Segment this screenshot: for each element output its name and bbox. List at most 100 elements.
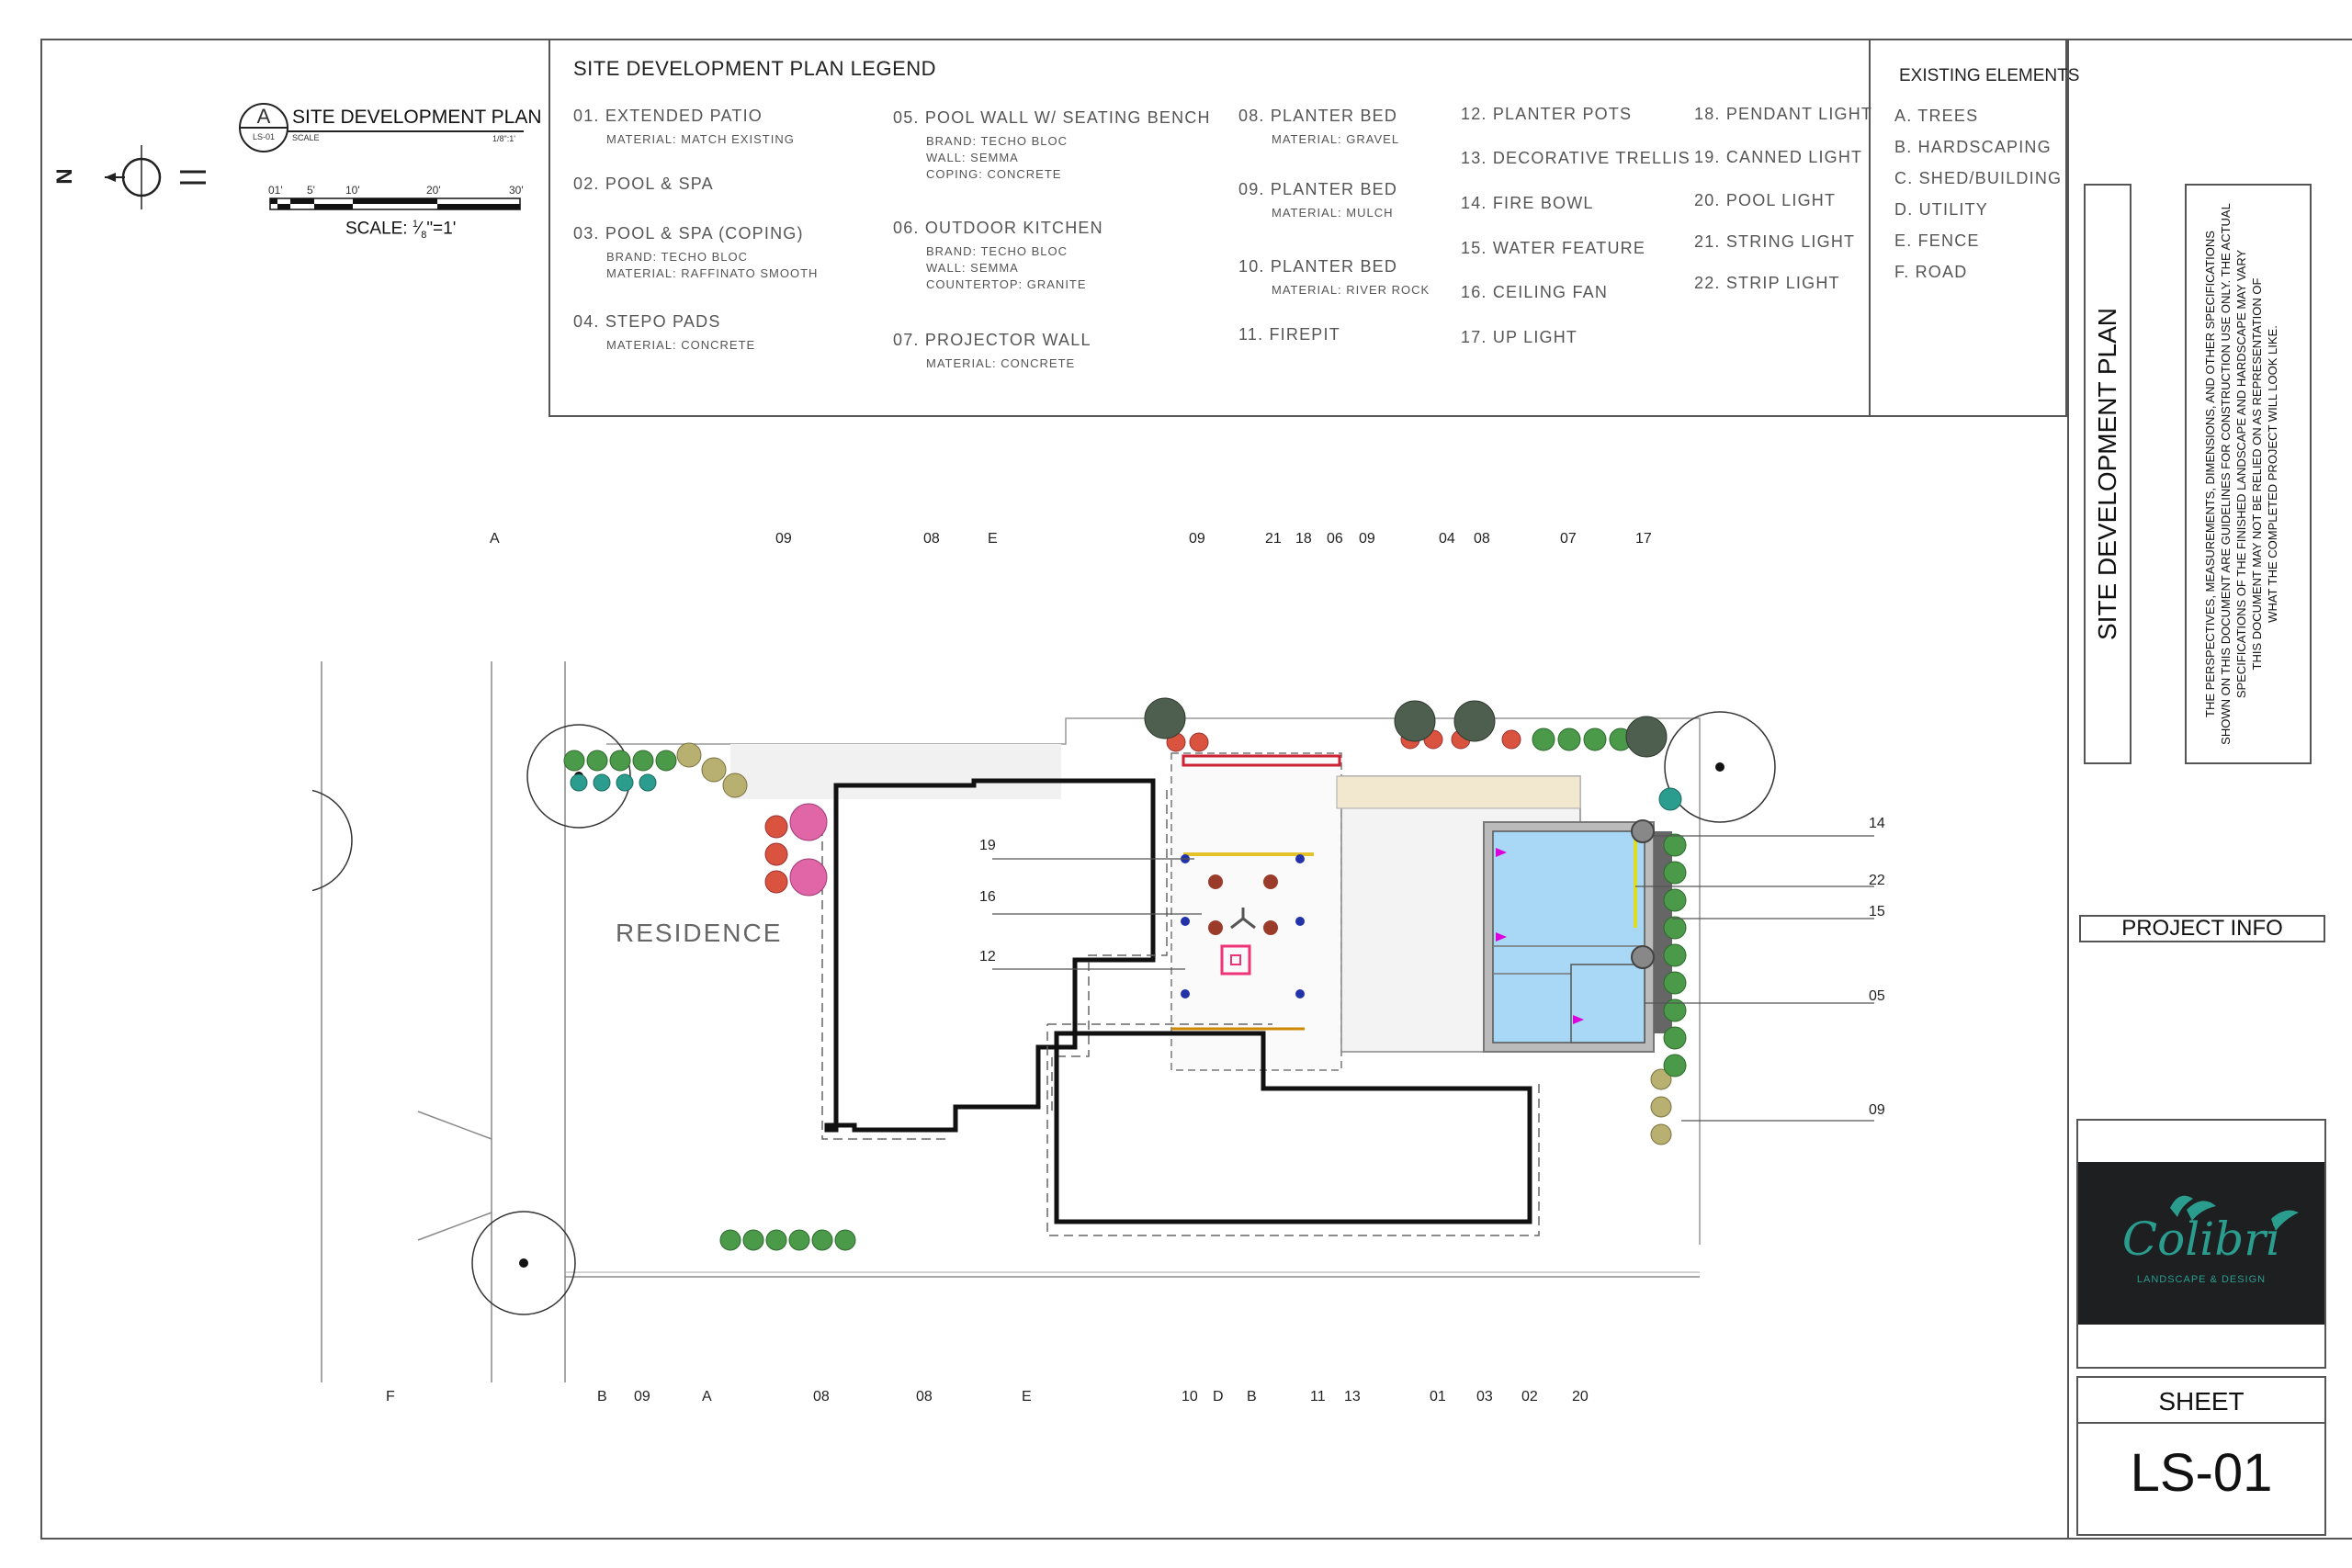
scale-bar: 01' 5' 10' 20' 30' [268, 184, 526, 220]
legend-col-1: 01. EXTENDED PATIO MATERIAL: MATCH EXIST… [573, 107, 818, 354]
legend-item: 20. POOL LIGHT [1694, 191, 1837, 209]
legend-item: 11. FIREPIT [1238, 325, 1340, 344]
disclaimer: THE PERSPECTIVES, MEASUREMENTS, DIMENSIO… [2203, 203, 2279, 745]
legend-item: 04. STEPO PADS MATERIAL: CONCRETE [573, 312, 756, 352]
drawing-frame [40, 39, 2352, 1540]
callout: 08 [1474, 531, 1490, 547]
callout: 11 [1310, 1389, 1326, 1404]
legend-box [548, 39, 2067, 417]
callout: 07 [1560, 531, 1577, 547]
callout: 09 [634, 1389, 650, 1404]
scale-tick: 30' [509, 184, 524, 197]
callout: B [597, 1389, 607, 1404]
existing-elements-title: EXISTING ELEMENTS [1899, 66, 2080, 85]
plan-scale-small: SCALE [292, 133, 320, 142]
sheet-title: SITE DEVELOPMENT PLAN [2093, 307, 2121, 641]
legend-item: 22. STRIP LIGHT [1694, 274, 1840, 292]
sheet-divider [2076, 1422, 2326, 1424]
scale-tick: 10' [345, 184, 360, 197]
callout: A [490, 531, 500, 547]
callout: F [386, 1389, 395, 1404]
site-plan-drawing: RESIDENCE [312, 661, 1874, 1382]
callout: 09 [1359, 531, 1375, 547]
callout: 22 [1869, 873, 1885, 888]
callout: E [1022, 1389, 1032, 1404]
legend-item: 21. STRING LIGHT [1694, 232, 1856, 251]
scale-tick: 20' [426, 184, 441, 197]
north-arrow [51, 138, 217, 220]
callout: 13 [1344, 1389, 1361, 1404]
legend-item: 17. UP LIGHT [1461, 328, 1578, 346]
legend-item: 03. POOL & SPA (COPING) BRAND: TECHO BLO… [573, 224, 819, 280]
legend-divider [1869, 39, 1871, 417]
callout: 20 [1572, 1389, 1589, 1404]
plan-title: SITE DEVELOPMENT PLAN [292, 107, 542, 128]
existing-item: E. FENCE [1894, 231, 1980, 250]
callout: 12 [979, 949, 996, 964]
callout: D [1213, 1389, 1224, 1404]
north-label: N [51, 168, 76, 185]
callout: 08 [916, 1389, 933, 1404]
callout: 15 [1869, 904, 1885, 919]
callout: 08 [923, 531, 940, 547]
callout: B [1247, 1389, 1257, 1404]
legend-col-5: 18. PENDANT LIGHT 19. CANNED LIGHT 20. P… [1694, 105, 1872, 293]
compass-icon [105, 145, 206, 209]
callout: 04 [1439, 531, 1455, 547]
callout: 21 [1265, 531, 1282, 547]
legend-item: 10. PLANTER BED MATERIAL: RIVER ROCK [1238, 257, 1430, 297]
legend-item: 13. DECORATIVE TRELLIS [1461, 149, 1690, 167]
legend-col-4: 12. PLANTER POTS 13. DECORATIVE TRELLIS … [1461, 105, 1690, 347]
project-info: PROJECT INFO [2079, 915, 2325, 942]
callout: 10 [1182, 1389, 1198, 1404]
legend-col-3: 08. PLANTER BED MATERIAL: GRAVEL 09. PLA… [1238, 107, 1430, 344]
title-block [2067, 39, 2352, 1540]
callout: 09 [775, 531, 792, 547]
sheet-title-box [2084, 184, 2132, 764]
legend-item: 07. PROJECTOR WALL MATERIAL: CONCRETE [893, 331, 1091, 370]
existing-item: C. SHED/BUILDING [1894, 169, 2063, 187]
legend-item: 14. FIRE BOWL [1461, 194, 1594, 212]
scale-tick: 5' [307, 184, 315, 197]
sheet-number: LS-01 [2130, 1443, 2273, 1503]
existing-item: F. ROAD [1894, 263, 1968, 281]
legend-item: 18. PENDANT LIGHT [1694, 105, 1873, 123]
callout: 18 [1295, 531, 1312, 547]
legend-item: 01. EXTENDED PATIO MATERIAL: MATCH EXIST… [573, 107, 795, 146]
callout: 05 [1869, 988, 1885, 1004]
callout: 17 [1635, 531, 1652, 547]
residence-label: RESIDENCE [616, 919, 782, 947]
callout: 02 [1521, 1389, 1538, 1404]
existing-item: A. TREES [1894, 107, 1979, 125]
callout: 16 [979, 889, 996, 905]
callout: A [702, 1389, 712, 1404]
legend-item: 16. CEILING FAN [1461, 283, 1609, 301]
callout: 14 [1869, 816, 1885, 831]
plan-scale-ratio: 1/8":1' [492, 134, 515, 143]
existing-item: D. UTILITY [1894, 200, 1989, 219]
legend-item: 09. PLANTER BED MATERIAL: MULCH [1238, 180, 1398, 220]
legend-item: 15. WATER FEATURE [1461, 239, 1646, 257]
callout: 01 [1430, 1389, 1446, 1404]
callout: 03 [1476, 1389, 1493, 1404]
legend-title: SITE DEVELOPMENT PLAN LEGEND [573, 57, 937, 80]
callout: 06 [1327, 531, 1343, 547]
plan-badge: A LS-01 [239, 103, 288, 152]
existing-item: B. HARDSCAPING [1894, 138, 2052, 156]
legend-item: 05. POOL WALL W/ SEATING BENCH BRAND: TE… [893, 108, 1211, 181]
legend-item: 08. PLANTER BED MATERIAL: GRAVEL [1238, 107, 1400, 146]
callout: 09 [1189, 531, 1205, 547]
legend-col-2: 05. POOL WALL W/ SEATING BENCH BRAND: TE… [893, 108, 1211, 372]
scale-tick: 01' [268, 184, 283, 197]
logo-frame [2076, 1119, 2326, 1369]
legend-item: 02. POOL & SPA [573, 175, 714, 193]
sheet-label: SHEET [2158, 1387, 2245, 1416]
company-logo: Colibri LANDSCAPE & DESIGN [2078, 1162, 2324, 1325]
callout: E [988, 531, 998, 547]
scale-label: SCALE: 1⁄8"=1' [345, 219, 457, 242]
scale-bar-graphic [269, 197, 521, 210]
sheet-frame [2076, 1376, 2326, 1536]
hummingbird-icon [2170, 1195, 2299, 1231]
callout: 08 [813, 1389, 830, 1404]
